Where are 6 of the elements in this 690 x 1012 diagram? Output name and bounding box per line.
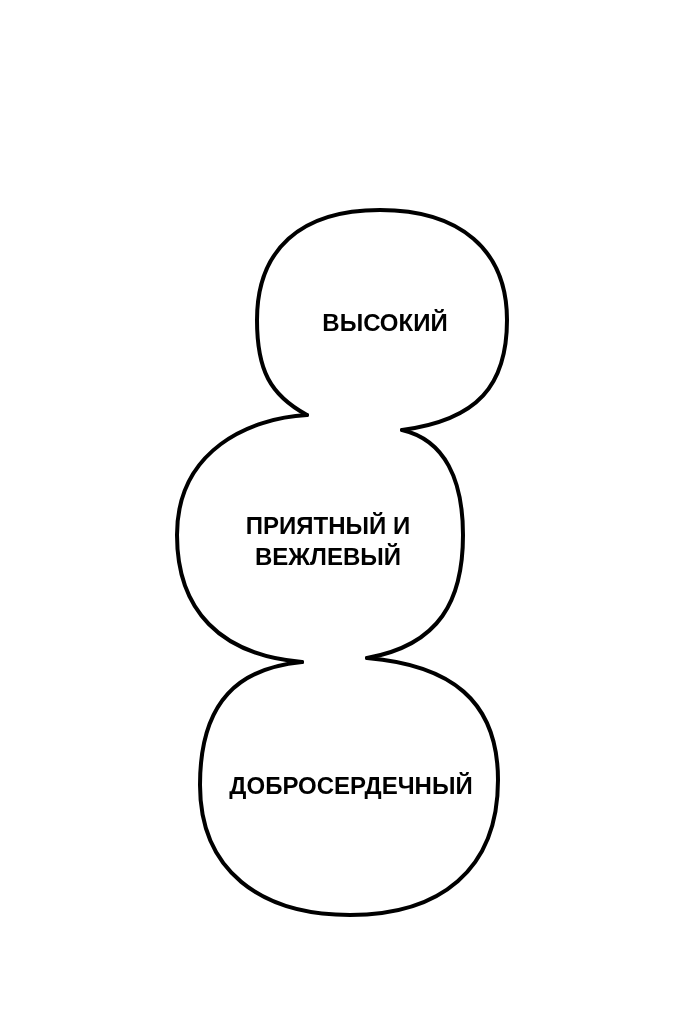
bubble-text: ВЫСОКИЙ <box>322 307 448 338</box>
bubble-text: ДОБРОСЕРДЕЧНЫЙ <box>229 770 473 801</box>
speech-bubble <box>198 656 500 917</box>
bubble-text: ПРИЯТНЫЙ И ВЕЖЛЕВЫЙ <box>244 511 412 572</box>
speech-bubble <box>255 208 509 432</box>
speech-bubble <box>175 413 465 664</box>
